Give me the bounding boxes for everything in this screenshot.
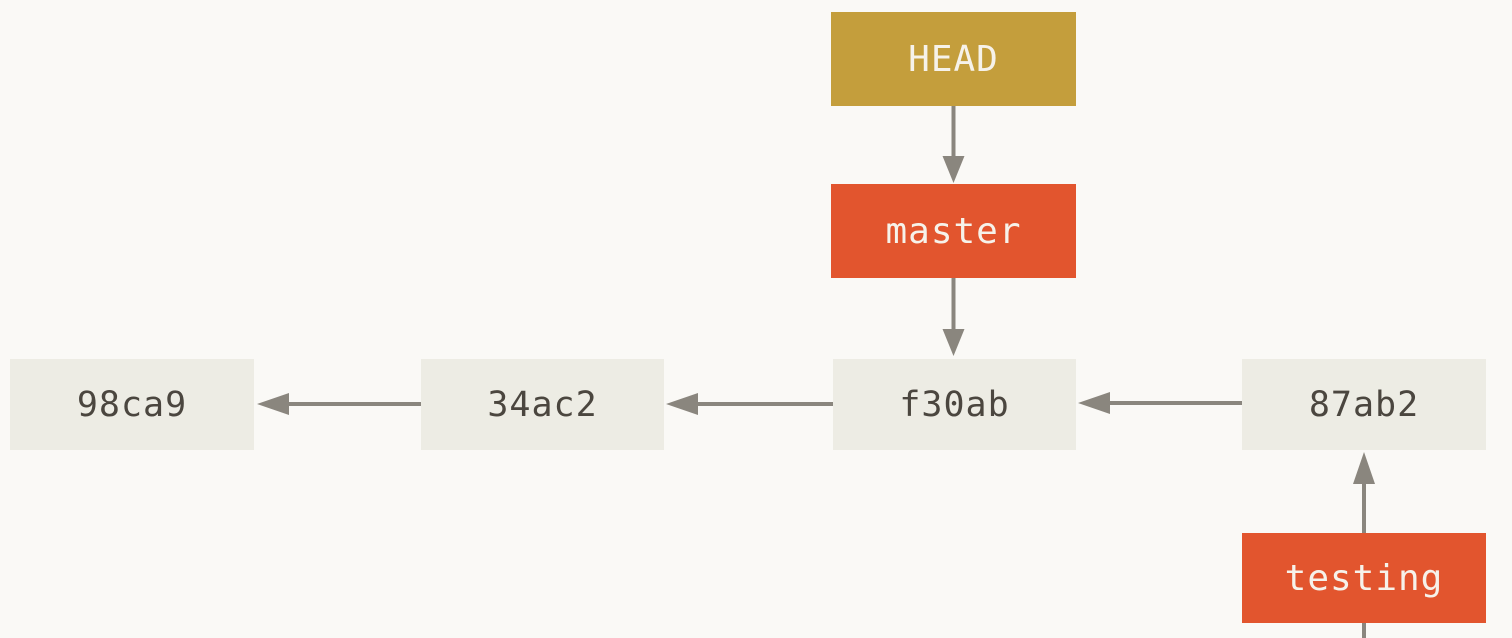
- arrow-87ab2-to-f30ab: [1078, 392, 1242, 414]
- branch-master-box: master: [831, 184, 1076, 278]
- head-pointer-box: HEAD: [831, 12, 1076, 106]
- branch-testing-box: testing: [1242, 533, 1486, 623]
- commit-87ab2-box: 87ab2: [1242, 359, 1486, 450]
- arrow-master-to-f30ab: [942, 278, 965, 356]
- commit-98ca9-box: 98ca9: [10, 359, 254, 450]
- arrow-testing-to-87ab2: [1353, 452, 1375, 533]
- arrow-f30ab-to-34ac2: [666, 393, 833, 415]
- arrow-34ac2-to-98ca9: [257, 393, 421, 415]
- commit-f30ab-box: f30ab: [833, 359, 1076, 450]
- commit-34ac2-box: 34ac2: [421, 359, 664, 450]
- arrow-head-to-master: [942, 106, 965, 183]
